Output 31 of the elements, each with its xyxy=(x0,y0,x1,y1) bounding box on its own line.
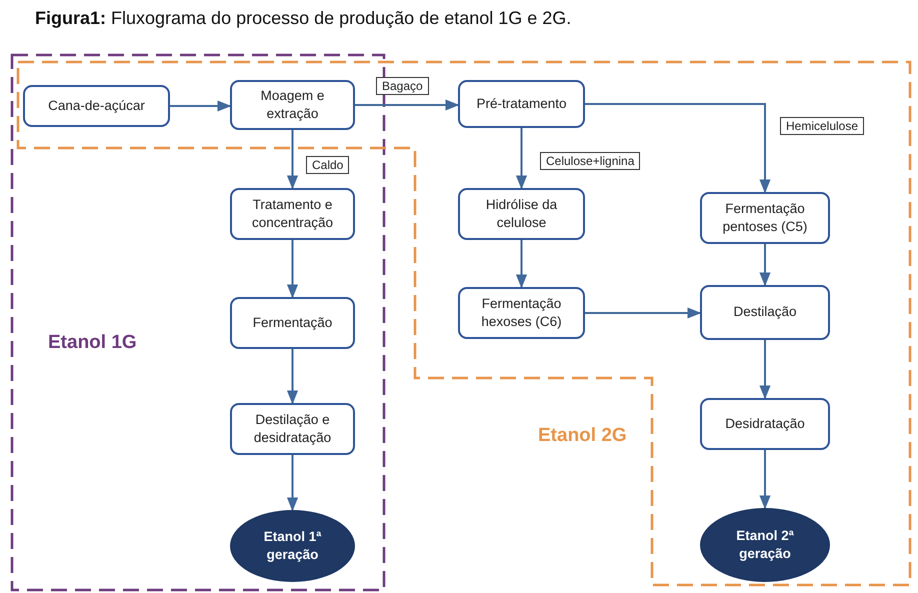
arrow xyxy=(759,450,771,510)
edge-label: Hemicelulose xyxy=(780,117,864,135)
arrow xyxy=(286,240,298,298)
process-box: Hidrólise da celulose xyxy=(458,188,585,240)
process-box: Fermentação xyxy=(230,297,355,349)
product-ellipse: Etanol 1ª geração xyxy=(230,510,355,582)
product-ellipse: Etanol 2ª geração xyxy=(700,508,830,582)
process-box: Pré-tratamento xyxy=(458,80,585,128)
edge-label: Celulose+lignina xyxy=(540,152,640,170)
arrow xyxy=(286,349,298,404)
process-box: Destilação xyxy=(700,285,830,340)
arrow xyxy=(759,244,771,286)
process-box: Fermentação hexoses (C6) xyxy=(458,287,585,339)
arrow xyxy=(585,103,771,194)
figure-caption: Figura1: Fluxograma do processo de produção de etanol 1G e 2G. xyxy=(35,8,572,29)
arrow xyxy=(516,128,528,190)
edge-label: Caldo xyxy=(306,156,350,174)
arrow xyxy=(516,240,528,288)
process-box: Destilação e desidratação xyxy=(230,403,355,455)
arrow xyxy=(585,307,702,319)
arrow xyxy=(759,340,771,400)
arrow xyxy=(170,100,232,112)
edge-label: Bagaço xyxy=(376,77,429,95)
arrow xyxy=(355,99,460,111)
process-box: Tratamento e concentração xyxy=(230,188,355,240)
region-label: Etanol 1G xyxy=(48,332,137,354)
arrow xyxy=(286,455,298,512)
process-box: Desidratação xyxy=(700,398,830,450)
region-label: Etanol 2G xyxy=(538,425,627,447)
arrow xyxy=(286,130,298,190)
process-box: Fermentação pentoses (C5) xyxy=(700,192,830,244)
